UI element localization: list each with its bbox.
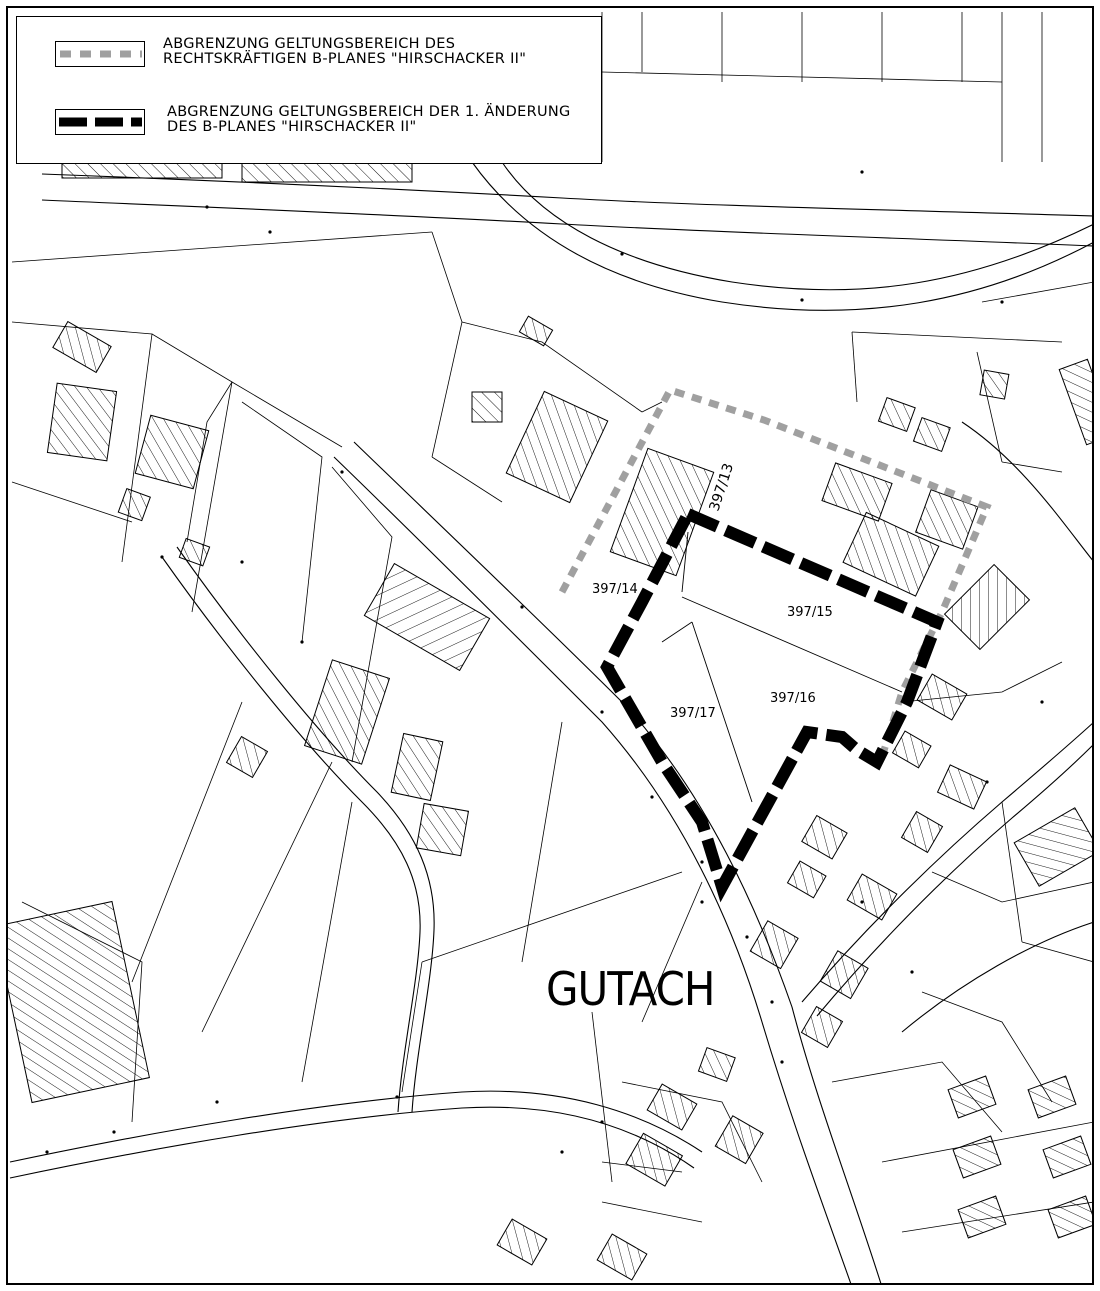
road-west-diagonal-edge: [176, 546, 435, 1113]
inner-parcel-lines: [661, 531, 903, 803]
road-northeast-curve: [471, 161, 1092, 311]
road-east-3: [961, 421, 1092, 561]
buildings: [8, 161, 1092, 1281]
road-south-curve-edge: [9, 1106, 695, 1179]
cadastral-map: 397/13 397/14 397/15 397/16 397/17 GUTAC…: [8, 12, 1092, 1283]
legend-text-line2: DES B-PLANES "HIRSCHACKER II": [167, 119, 417, 135]
legend-text-line2: RECHTSKRÄFTIGEN B-PLANES "HIRSCHACKER II…: [163, 51, 527, 67]
place-name-label: GUTACH: [546, 963, 714, 1016]
boundary-first-amendment: [600, 506, 945, 903]
parcel-label-397-15: 397/15: [787, 605, 833, 620]
road-north-edge: [41, 199, 1092, 247]
parcel-label-397-16: 397/16: [770, 691, 816, 706]
road-east-2: [901, 922, 1092, 1033]
boundary-legal-b-plan: [558, 385, 992, 759]
road-west-diagonal: [161, 556, 421, 1113]
legend: ABGRENZUNG GELTUNGSBEREICH DES RECHTSKRÄ…: [16, 16, 602, 164]
legend-swatch-black-dashed: [55, 109, 145, 135]
legend-text-line1: ABGRENZUNG GELTUNGSBEREICH DES: [163, 36, 456, 52]
road-east-1: [801, 723, 1092, 1003]
map-frame: 397/13 397/14 397/15 397/16 397/17 GUTAC…: [6, 6, 1094, 1285]
road-south-curve: [9, 1090, 703, 1163]
road-network: [9, 161, 1092, 1283]
legend-text-legal-b-plan: ABGRENZUNG GELTUNGSBEREICH DES RECHTSKRÄ…: [163, 37, 526, 67]
parcel-label-397-17: 397/17: [670, 706, 716, 721]
road-main-diagonal-edge: [353, 441, 882, 1283]
legend-swatch-gray-dashed: [55, 41, 145, 67]
parcel-label-397-13: 397/13: [707, 461, 737, 513]
road-east-1-edge: [816, 745, 1092, 1017]
legend-text-first-amendment: ABGRENZUNG GELTUNGSBEREICH DER 1. ÄNDERU…: [167, 105, 571, 135]
legend-text-line1: ABGRENZUNG GELTUNGSBEREICH DER 1. ÄNDERU…: [167, 104, 571, 120]
road-north: [41, 173, 1092, 217]
parcel-label-397-14: 397/14: [592, 582, 638, 597]
survey-points: [45, 170, 1044, 1154]
road-main-diagonal: [333, 456, 852, 1283]
road-northeast-curve-edge: [501, 161, 1092, 291]
